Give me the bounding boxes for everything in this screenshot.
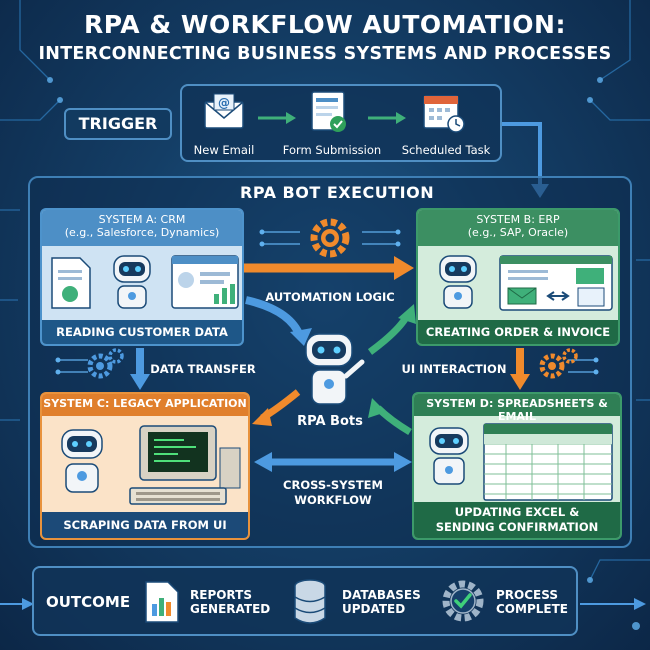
check-gear-icon — [442, 580, 484, 622]
svg-text:@: @ — [218, 96, 230, 110]
gear-icon — [259, 218, 401, 258]
system-b-header: SYSTEM B: ERP (e.g., SAP, Oracle) — [418, 210, 618, 246]
legacy-computer-icon — [129, 425, 241, 505]
crm-screen-icon — [171, 255, 239, 309]
system-b-erp: SYSTEM B: ERP (e.g., SAP, Oracle) CREATI… — [416, 208, 620, 346]
page-subtitle: INTERCONNECTING BUSINESS SYSTEMS AND PRO… — [38, 44, 612, 64]
outcome-reports-line2: GENERATED — [190, 602, 271, 616]
system-c-footer: SCRAPING DATA FROM UI — [42, 512, 248, 538]
center-robot-icon — [305, 333, 365, 405]
email-icon: @ — [204, 93, 244, 129]
cross-system-line2: WORKFLOW — [294, 493, 372, 507]
calendar-icon — [423, 95, 465, 133]
spreadsheet-icon — [483, 423, 613, 501]
outcome-databases: DATABASES UPDATED — [342, 588, 421, 616]
robot-icon — [439, 255, 477, 309]
system-a-footer: READING CUSTOMER DATA — [42, 320, 242, 344]
outcome-process-line2: COMPLETE — [496, 602, 568, 616]
system-d-footer: UPDATING EXCEL & SENDING CONFIRMATION — [414, 502, 620, 538]
document-icon — [51, 257, 91, 309]
system-d-footer-line2: SENDING CONFIRMATION — [435, 520, 599, 534]
outcome-panel — [32, 566, 578, 636]
system-b-footer: CREATING ORDER & INVOICE — [418, 320, 618, 344]
system-a-subtitle: (e.g., Salesforce, Dynamics) — [64, 225, 220, 239]
system-d-spreadsheets-email: SYSTEM D: SPREADSHEETS & EMAIL UPDATING … — [412, 392, 622, 540]
system-b-subtitle: (e.g., SAP, Oracle) — [467, 225, 569, 239]
robot-icon — [113, 255, 151, 309]
outcome-databases-line1: DATABASES — [342, 588, 421, 602]
system-d-title: SYSTEM D: SPREADSHEETS & EMAIL — [414, 394, 620, 422]
automation-logic-label: AUTOMATION LOGIC — [265, 290, 395, 304]
system-c-legacy: SYSTEM C: LEGACY APPLICATION SCRAPING DA… — [40, 392, 250, 540]
data-transfer-label: DATA TRANSFER — [150, 362, 256, 376]
system-d-footer-line1: UPDATING EXCEL & — [454, 505, 580, 519]
ui-interaction-label: UI INTERACTION — [401, 362, 507, 376]
system-b-title: SYSTEM B: ERP — [476, 213, 560, 226]
form-icon — [311, 91, 346, 132]
system-a-header: SYSTEM A: CRM (e.g., Salesforce, Dynamic… — [42, 210, 242, 246]
outcome-label: OUTCOME — [46, 593, 131, 611]
system-a-crm: SYSTEM A: CRM (e.g., Salesforce, Dynamic… — [40, 208, 244, 346]
trigger-item-new-email: New Email — [193, 143, 255, 157]
outcome-databases-line2: UPDATED — [342, 602, 406, 616]
report-icon — [145, 581, 179, 623]
rpa-bots-label: RPA Bots — [297, 414, 363, 429]
gear-icon-right — [539, 348, 599, 379]
cross-system-line1: CROSS-SYSTEM — [283, 478, 383, 492]
outcome-reports: REPORTS GENERATED — [190, 588, 270, 616]
system-c-title: SYSTEM C: LEGACY APPLICATION — [42, 394, 248, 416]
trigger-arrow-2 — [368, 112, 406, 124]
trigger-item-scheduled-task: Scheduled Task — [401, 143, 491, 157]
page-title: RPA & WORKFLOW AUTOMATION: — [84, 10, 566, 39]
trigger-arrow-1 — [258, 112, 296, 124]
robot-icon — [429, 427, 469, 485]
outcome-process: PROCESS COMPLETE — [496, 588, 568, 616]
system-a-title: SYSTEM A: CRM — [98, 213, 186, 226]
outcome-reports-line1: REPORTS — [190, 588, 252, 602]
robot-icon — [61, 429, 103, 493]
erp-screen-icon — [499, 255, 613, 311]
rpa-execution-title: RPA BOT EXECUTION — [240, 183, 435, 202]
outcome-process-line1: PROCESS — [496, 588, 558, 602]
cross-system-workflow-label: CROSS-SYSTEM WORKFLOW — [268, 478, 398, 508]
gear-icon-left — [55, 348, 124, 379]
trigger-label: TRIGGER — [64, 108, 172, 140]
trigger-item-form-submission: Form Submission — [282, 143, 382, 157]
database-icon — [294, 579, 326, 624]
